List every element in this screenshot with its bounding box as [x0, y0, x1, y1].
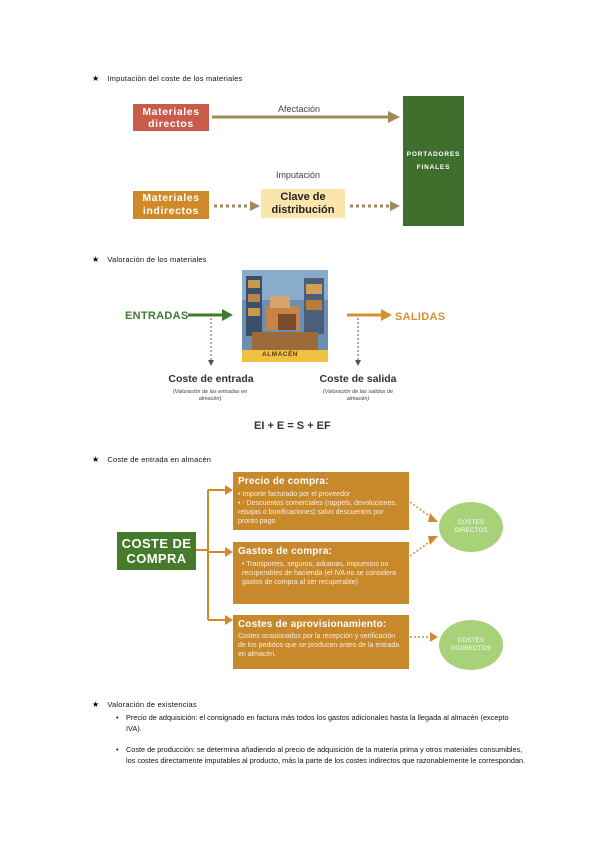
- coste-entrada-label: Coste de entrada: [168, 373, 254, 385]
- imputacion-label: Imputación: [276, 170, 321, 180]
- gastos-compra-box: Gastos de compra: • Transportes, seguros…: [233, 542, 409, 604]
- coste-salida-sub: (Valoración de las salidas de almacén): [322, 389, 394, 402]
- costes-directos-ellipse: COSTES DIRECTOS: [439, 502, 503, 552]
- dotted-down-arrow-entrada: [208, 318, 214, 366]
- dotted-arrows-directos: [410, 501, 438, 557]
- precio-compra-box: Precio de compra: • Importe facturado po…: [233, 472, 409, 530]
- section-heading-existencias: ★ Valoración de existencias: [92, 700, 197, 709]
- coste-entrada-sub: (Valoración de las entradas en almacén): [172, 389, 248, 402]
- existencias-item-1: • Precio de adquisición: el consignado e…: [116, 713, 509, 733]
- formula: EI + E = S + EF: [254, 420, 331, 432]
- costes-aprovisionamiento-box: Costes de aprovisionamiento: Costes ocas…: [233, 615, 409, 669]
- section-heading-imputacion: ★ Imputación del coste de los materiales: [92, 74, 243, 83]
- star-icon: ★: [92, 74, 100, 83]
- section-heading-coste-entrada: ★ Coste de entrada en almacén: [92, 455, 212, 464]
- clave-distribucion-box: Clave de distribución: [261, 189, 345, 218]
- existencias-item-2: • Coste de producción: se determina añad…: [116, 745, 526, 765]
- afectacion-arrow: [212, 111, 400, 123]
- dotted-arrow-indirectos: [214, 201, 260, 211]
- star-icon: ★: [92, 255, 100, 264]
- almacen-label: ALMACÉN: [262, 351, 298, 358]
- coste-compra-box: COSTE DE COMPRA: [117, 532, 196, 570]
- dotted-arrow-indirectos-cost: [410, 632, 438, 642]
- section-heading-valoracion: ★ Valoración de los materiales: [92, 255, 207, 264]
- star-icon: ★: [92, 455, 100, 464]
- salidas-label: SALIDAS: [395, 311, 446, 323]
- coste-salida-label: Coste de salida: [319, 373, 397, 385]
- materiales-directos-box: Materiales directos: [133, 104, 209, 131]
- entradas-label: ENTRADAS: [125, 310, 189, 322]
- materiales-indirectos-box: Materiales indirectos: [133, 191, 209, 219]
- afectacion-label: Afectación: [278, 104, 321, 114]
- dotted-down-arrow-salida: [355, 318, 361, 366]
- dotted-arrow-clave: [350, 201, 400, 211]
- entradas-arrow: [188, 309, 233, 321]
- bullet-icon: •: [116, 745, 119, 754]
- salidas-arrow: [347, 309, 392, 321]
- almacen-illustration: [242, 270, 328, 362]
- star-icon: ★: [92, 700, 100, 709]
- bullet-icon: •: [116, 713, 119, 722]
- connector-arrows: [196, 485, 233, 625]
- portadores-finales-box: PORTADORES FINALES: [403, 96, 464, 226]
- costes-indirectos-ellipse: COSTES INDIRECTOS: [439, 620, 503, 670]
